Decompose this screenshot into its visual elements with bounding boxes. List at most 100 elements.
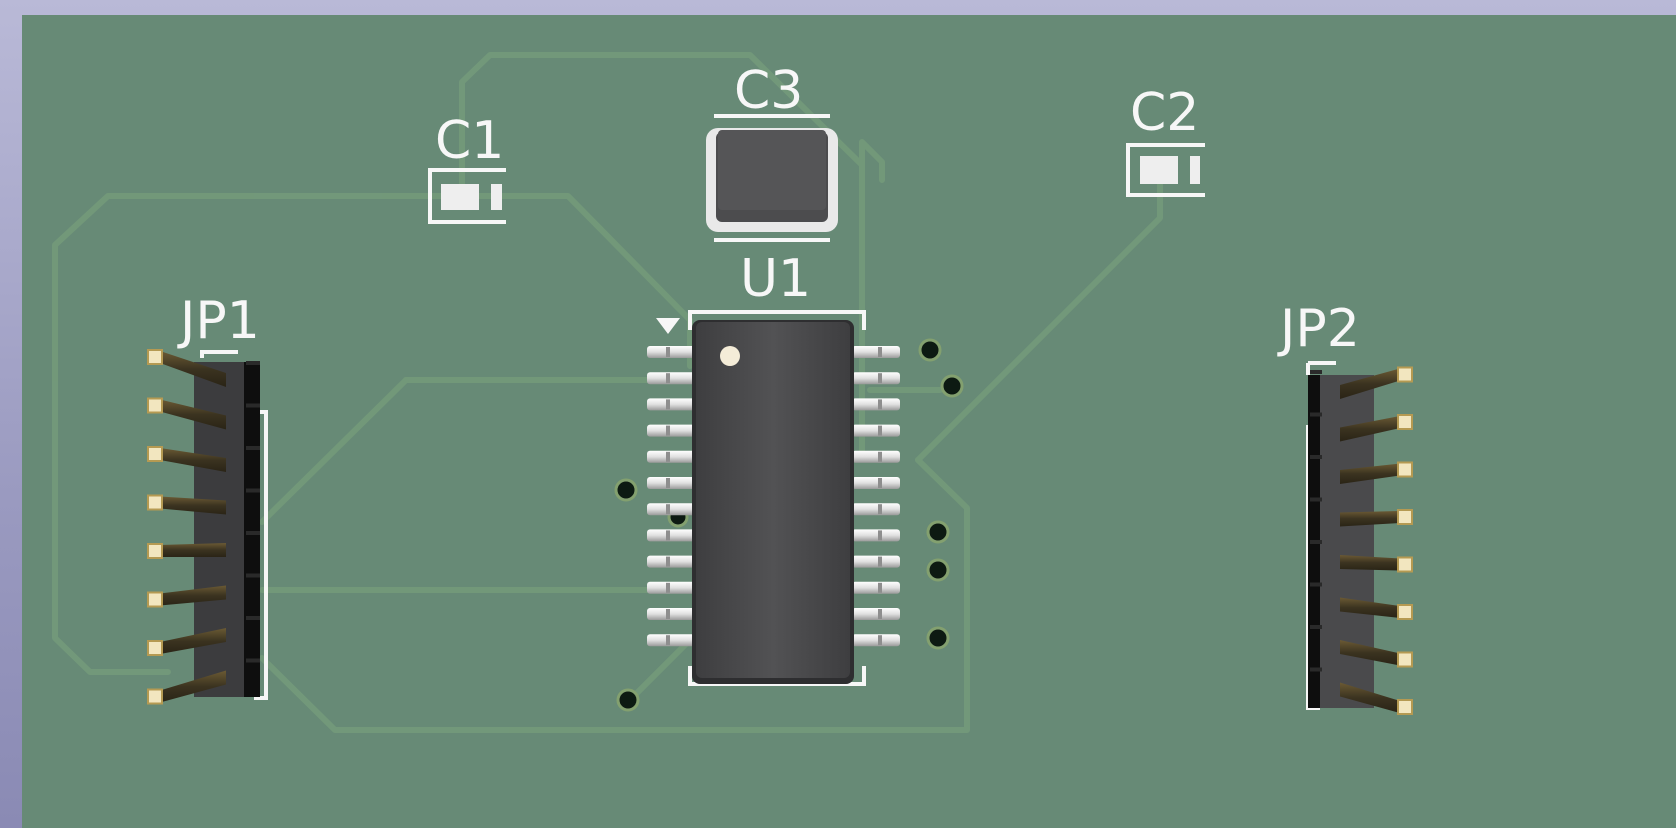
pin-bend (666, 582, 670, 593)
pin-shaft (160, 351, 226, 387)
pin-tip (1397, 414, 1413, 430)
pin-tip (147, 543, 163, 559)
ic-u1[interactable]: U1 (647, 249, 900, 686)
jp1-pin (147, 349, 226, 387)
pin-lead (852, 529, 900, 542)
pin-lead (647, 581, 695, 594)
pin-lead (647, 477, 695, 489)
pin-bend (878, 582, 882, 593)
pin-lead (852, 581, 900, 594)
header-divider (1310, 370, 1322, 374)
jp2-pin (1340, 461, 1413, 484)
pin-shaft (160, 585, 226, 606)
trace (859, 139, 885, 458)
u1-pin (852, 608, 900, 620)
pin-lead (852, 608, 900, 620)
pin-shaft (1340, 368, 1400, 399)
trace (52, 193, 171, 675)
pin-tip (1397, 699, 1413, 715)
header-divider (1310, 667, 1322, 672)
pin-tip (1397, 604, 1413, 620)
jp2-pins (1310, 366, 1413, 715)
pin-shaft (160, 543, 226, 557)
jp2-pin (1340, 597, 1413, 620)
pin-shaft (1340, 555, 1400, 571)
u1-pin (852, 477, 900, 489)
ref-c2: C2 (1130, 83, 1199, 143)
pin-bend (666, 425, 670, 436)
header-divider (1310, 497, 1322, 502)
pin-bend (878, 451, 882, 462)
u1-pins-right (852, 346, 900, 647)
pin-lead (852, 634, 900, 647)
header-jp1[interactable]: JP1 (147, 291, 268, 705)
u1-pin (852, 529, 900, 542)
pin-bend (666, 530, 670, 541)
u1-pin (647, 608, 695, 620)
u1-pin (852, 372, 900, 385)
pin-lead (647, 450, 695, 463)
pin-tip (147, 640, 163, 656)
pin-bend (878, 530, 882, 541)
pin-lead (852, 398, 900, 411)
pin-bend (666, 609, 670, 619)
ref-c1: C1 (435, 111, 504, 171)
trace (459, 52, 865, 193)
pin-lead (852, 450, 900, 463)
pin-shaft (1340, 463, 1400, 484)
header-divider (246, 446, 260, 450)
pin-lead (647, 346, 695, 358)
pin-bend (878, 478, 882, 488)
jp2-pin (1340, 366, 1413, 399)
ref-u1: U1 (740, 249, 811, 309)
u1-pin (852, 634, 900, 647)
via (926, 558, 950, 582)
pin-tip (1397, 366, 1413, 383)
jp1-pin (147, 628, 226, 656)
pin-bend (666, 347, 670, 357)
pin-shaft (1340, 640, 1400, 666)
header-divider (1310, 540, 1322, 544)
pin-bend (666, 373, 670, 384)
pin-lead (647, 503, 695, 516)
pin-shaft (160, 399, 226, 430)
pin-lead (647, 424, 695, 437)
capacitor-c1[interactable]: C1 (428, 111, 506, 224)
u1-pin (647, 634, 695, 647)
capacitor-c2[interactable]: C2 (1126, 83, 1205, 197)
u1-pin (647, 477, 695, 489)
header-divider (1310, 455, 1322, 459)
u1-pin (647, 555, 695, 568)
jp1-pins (147, 349, 260, 705)
header-divider (246, 403, 260, 408)
pin-lead (647, 634, 695, 647)
header-divider (1310, 412, 1322, 417)
pin-lead (852, 477, 900, 489)
via (940, 374, 964, 398)
pin-shaft (160, 448, 226, 472)
pin-tip (147, 591, 163, 608)
pin-tip (1397, 461, 1413, 478)
pin-bend (878, 635, 882, 646)
pin-lead (852, 346, 900, 358)
header-jp2[interactable]: JP2 (1277, 299, 1413, 715)
pin-tip (147, 397, 163, 414)
pin-bend (666, 504, 670, 515)
pin-shaft (160, 628, 226, 654)
capacitor-c3[interactable]: C3 (706, 61, 838, 242)
pin-bend (666, 556, 670, 567)
pin-lead (647, 608, 695, 620)
header-divider (246, 531, 260, 535)
via (918, 338, 942, 362)
header-divider (246, 658, 260, 663)
jp1-pin (147, 397, 226, 430)
pin-bend (878, 556, 882, 567)
u1-pin (852, 346, 900, 358)
via (926, 626, 950, 650)
pin-lead (852, 555, 900, 568)
jp2-pin (1340, 509, 1413, 527)
pin-bend (878, 347, 882, 357)
pin-shaft (1340, 682, 1400, 713)
